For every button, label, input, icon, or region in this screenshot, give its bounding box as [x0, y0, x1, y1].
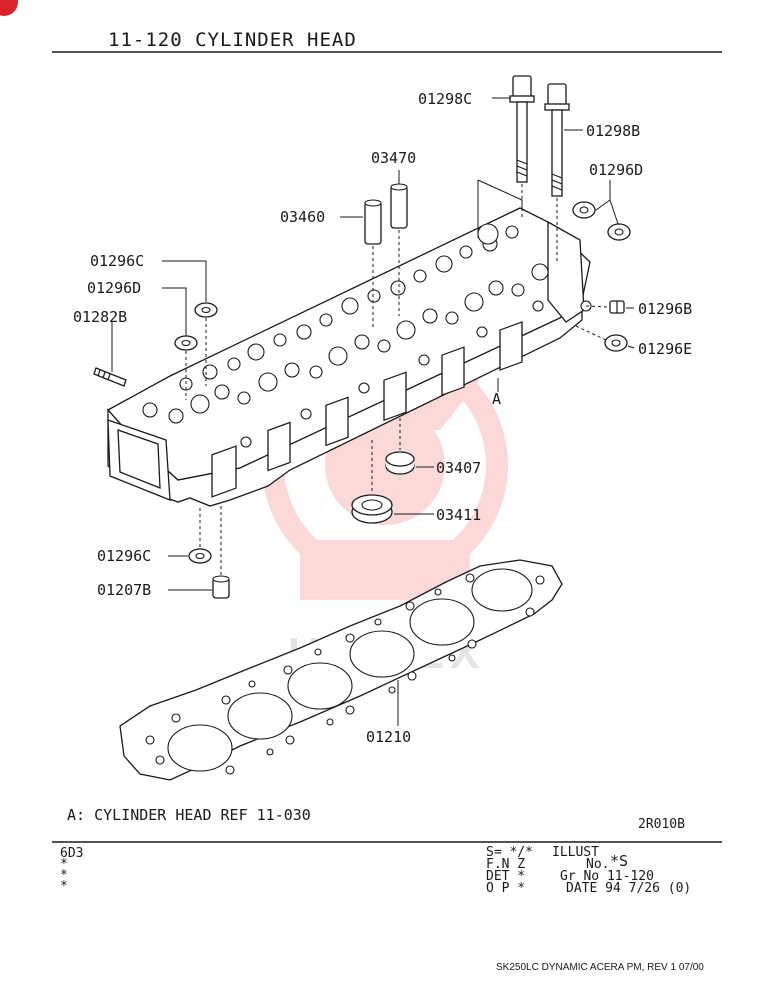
- head-edge-bosses: [240, 300, 544, 448]
- callout-01207B: 01207B: [97, 581, 151, 599]
- callout-01296C-bottom: 01296C: [97, 547, 151, 565]
- corner-badge: [0, 0, 18, 16]
- dowel-03470[interactable]: [390, 183, 408, 229]
- callout-01298B: 01298B: [586, 122, 640, 140]
- reference-note: A: CYLINDER HEAD REF 11-030: [67, 806, 311, 824]
- dowel-03460[interactable]: [364, 199, 382, 245]
- leader-01296C-top: [162, 260, 207, 302]
- plug-01207B[interactable]: [212, 575, 230, 599]
- leader-01296D-top-b: [609, 199, 619, 225]
- stud-01282B[interactable]: [93, 367, 127, 387]
- plug-01296B[interactable]: [609, 300, 625, 314]
- washer-01296D-left[interactable]: [174, 335, 198, 351]
- callout-01210: 01210: [366, 728, 411, 746]
- leader-bolt-bracket: [477, 179, 523, 210]
- info-left-mark-3: *: [60, 879, 68, 894]
- callout-03407: 03407: [436, 459, 481, 477]
- info-col1-row1: S= */*: [486, 845, 533, 860]
- callout-01296D-left: 01296D: [87, 279, 141, 297]
- leader-01296B-dash: [585, 305, 609, 308]
- seal-03411[interactable]: [351, 494, 393, 524]
- leader-01296D-left: [162, 287, 187, 336]
- washer-01296C-bottom[interactable]: [188, 548, 212, 564]
- bolt-01298C[interactable]: [509, 75, 535, 183]
- illustration-code: 2R010B: [638, 817, 685, 832]
- bolt-01298B[interactable]: [544, 83, 570, 197]
- head-top-holes: [142, 223, 549, 424]
- callout-01296C-top: 01296C: [90, 252, 144, 270]
- footer-text: SK250LC DYNAMIC ACERA PM, REV 1 07/00: [496, 962, 704, 973]
- info-col1-row3: DET *: [486, 869, 525, 884]
- leader-01296E: [627, 345, 635, 349]
- washer-01296D-right-b[interactable]: [607, 223, 631, 241]
- callout-01296B: 01296B: [638, 300, 692, 318]
- washer-01296D-right-a[interactable]: [572, 201, 596, 219]
- info-col1-row2: F.N Z: [486, 857, 525, 872]
- callout-03470: 03470: [371, 149, 416, 167]
- washer-01296C-top[interactable]: [194, 302, 218, 318]
- callout-01296E: 01296E: [638, 340, 692, 358]
- callout-01296D-top: 01296D: [589, 161, 643, 179]
- head-gasket[interactable]: [119, 559, 563, 781]
- callout-A: A: [492, 390, 501, 408]
- info-col2-row1: ILLUST: [552, 845, 599, 860]
- info-left-code: 6D3: [60, 846, 83, 861]
- callout-01282B: 01282B: [73, 308, 127, 326]
- callout-03411: 03411: [436, 506, 481, 524]
- leader-01296E-dash: [575, 325, 607, 341]
- washer-01296E[interactable]: [604, 334, 628, 352]
- info-illust-no-value: *S: [610, 852, 628, 870]
- info-col2-row3: Gr No 11-120: [560, 869, 654, 884]
- info-col2-row2: No.: [586, 857, 609, 872]
- leader-01296D-top: [595, 180, 611, 211]
- info-col1-row4: O P *: [486, 881, 525, 896]
- info-col2-row4: DATE 94 7/26 (0): [566, 881, 691, 896]
- info-left-mark-2: *: [60, 868, 68, 883]
- page-title: 11-120 CYLINDER HEAD: [108, 29, 357, 51]
- callout-01298C: 01298C: [418, 90, 472, 108]
- seal-03407[interactable]: [385, 451, 415, 475]
- info-left-mark-1: *: [60, 857, 68, 872]
- gasket-small-holes: [145, 573, 545, 775]
- callout-03460: 03460: [280, 208, 325, 226]
